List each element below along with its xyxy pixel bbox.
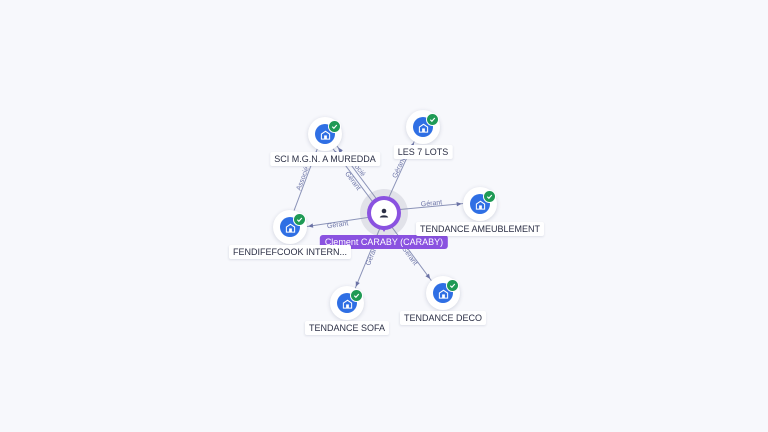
verified-check-icon	[350, 289, 363, 302]
company-node-label: TENDANCE AMEUBLEMENT	[415, 222, 545, 236]
person-icon	[371, 200, 397, 226]
verified-check-icon	[328, 120, 341, 133]
company-node-label: TENDANCE SOFA	[304, 321, 390, 335]
company-node-label: LES 7 LOTS	[393, 145, 453, 159]
verified-check-icon	[446, 279, 459, 292]
relation-edge-label: Gérant	[392, 157, 407, 179]
relation-edge-label: Gérant	[421, 199, 443, 208]
edge-arrow-icon	[308, 223, 314, 228]
edge-arrow-icon	[425, 273, 431, 280]
company-node-label: FENDIFEFCOOK INTERN...	[228, 245, 352, 259]
company-node-label: TENDANCE DECO	[399, 311, 487, 325]
verified-check-icon	[293, 213, 306, 226]
edge-arrow-icon	[338, 147, 343, 153]
verified-check-icon	[483, 190, 496, 203]
center-node-label: Clement CARABY (CARABY)	[319, 235, 449, 249]
company-node-label: SCI M.G.N. A MUREDDA	[270, 152, 380, 166]
relation-edge-label: Gérant	[327, 220, 349, 230]
verified-check-icon	[426, 113, 439, 126]
relation-edge-label: Associé	[296, 166, 311, 192]
edge-arrow-icon	[456, 201, 462, 207]
edge-arrow-icon	[355, 281, 360, 287]
